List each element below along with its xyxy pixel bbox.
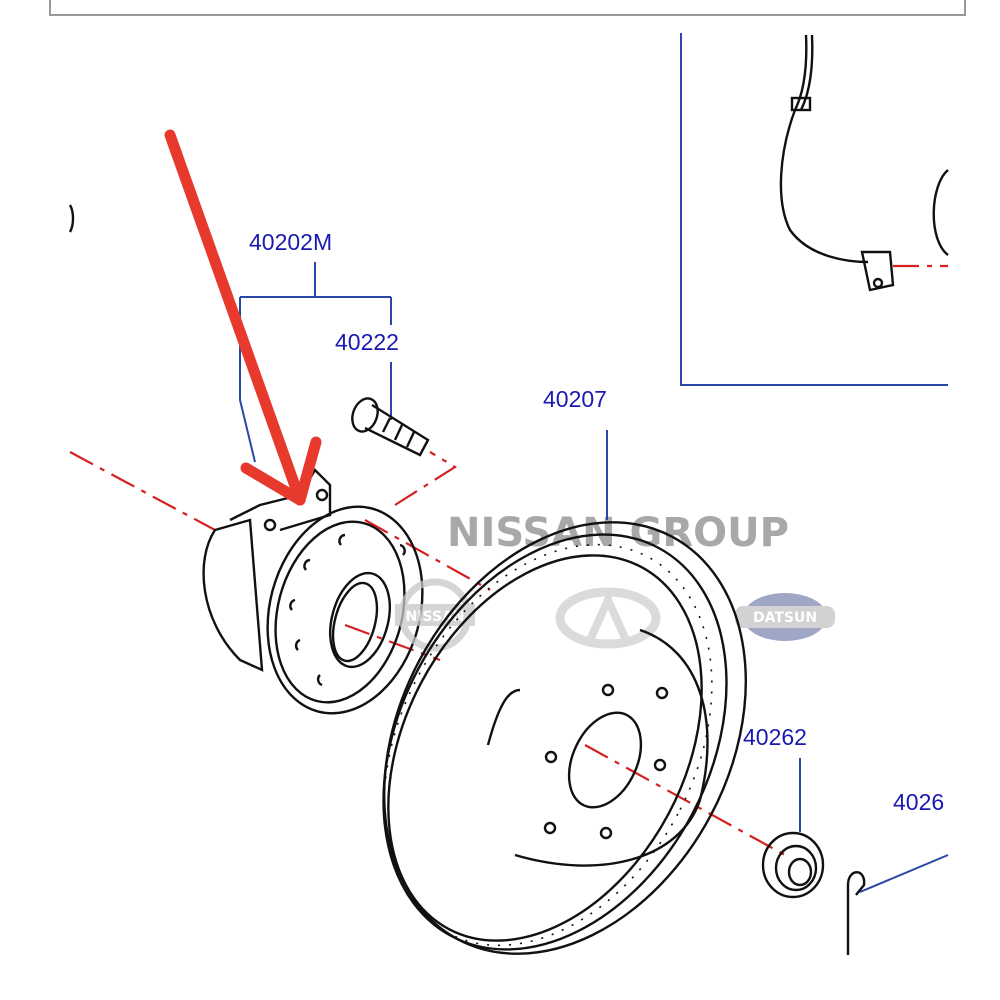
red-arrow-annotation — [164, 129, 322, 506]
nissan-logo: NISSAN — [395, 578, 475, 652]
watermark-nissan-group: NISSAN GROUP — [447, 510, 789, 556]
part-label-4026[interactable]: 4026 — [893, 789, 944, 815]
part-label-40262[interactable]: 40262 — [743, 724, 807, 750]
sensor-wire — [779, 34, 869, 264]
part-label-40202M[interactable]: 40202M — [249, 229, 332, 255]
datsun-logo: DATSUN — [735, 593, 835, 641]
centerline — [69, 451, 216, 531]
svg-text:NISSAN: NISSAN — [405, 609, 464, 625]
infiniti-logo — [555, 587, 661, 649]
hub-bolt — [351, 397, 430, 457]
cotter-pin-leader — [859, 854, 949, 893]
brake-rotor — [382, 521, 747, 955]
cotter-pin — [846, 871, 866, 955]
inset-wheel-sensor — [680, 33, 949, 386]
svg-text:DATSUN: DATSUN — [753, 610, 817, 626]
wheel-hub-assembly — [202, 468, 424, 715]
part-label-40222[interactable]: 40222 — [335, 329, 399, 355]
header-table-box — [49, 0, 966, 16]
part-label-40207[interactable]: 40207 — [543, 386, 607, 412]
wire-clip — [790, 96, 812, 112]
hub-leader — [239, 262, 392, 463]
inset-border — [680, 33, 948, 386]
hub-nut — [761, 831, 825, 899]
sensor-icon — [860, 250, 895, 292]
